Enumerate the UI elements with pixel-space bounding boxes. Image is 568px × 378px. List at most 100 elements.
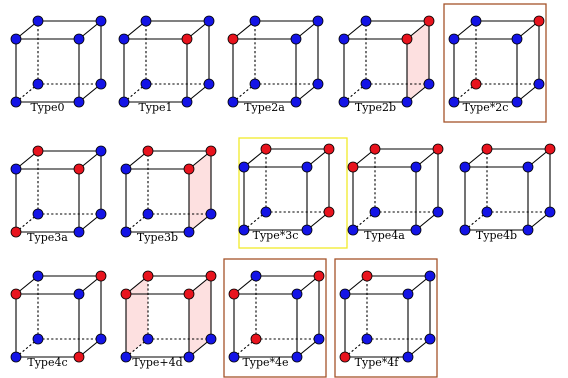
vertex-front-bottom-right-blue [402, 351, 414, 363]
vertex-back-bottom-right-blue [424, 333, 436, 345]
cube-label: Type*4e [242, 356, 288, 369]
cube-type3a: Type3a [10, 145, 107, 244]
vertex-back-top-left-red [369, 143, 381, 155]
vertex-front-top-right-red [183, 163, 195, 175]
vertex-back-bottom-left-blue [481, 206, 493, 218]
vertex-front-bottom-right-blue [290, 96, 302, 108]
vertex-front-top-right-blue [402, 288, 414, 300]
vertex-front-top-right-blue [73, 33, 85, 45]
cube-type4c: Type4c [10, 270, 107, 369]
cube-label: Type2b [355, 101, 396, 114]
vertex-front-bottom-right-blue [73, 226, 85, 238]
vertex-front-top-left-red [227, 33, 239, 45]
vertex-back-top-right-red [205, 145, 217, 157]
vertex-front-top-left-blue [120, 163, 132, 175]
vertex-front-top-left-red [347, 161, 359, 173]
vertex-front-top-right-red [73, 163, 85, 175]
vertex-front-bottom-right-blue [511, 96, 523, 108]
vertex-back-top-right-red [323, 143, 335, 155]
vertex-front-top-right-blue [73, 288, 85, 300]
vertex-back-top-right-blue [312, 15, 324, 27]
vertex-front-top-left-blue [238, 161, 250, 173]
vertex-back-bottom-left-blue [32, 333, 44, 345]
vertex-front-top-left-blue [338, 33, 350, 45]
vertex-front-top-left-blue [448, 33, 460, 45]
vertex-back-bottom-right-blue [95, 333, 107, 345]
vertex-back-bottom-left-blue [32, 78, 44, 90]
vertex-front-bottom-right-blue [291, 351, 303, 363]
vertex-back-top-right-blue [95, 15, 107, 27]
cube-label: Type0 [30, 101, 64, 114]
vertex-back-top-right-red [544, 143, 556, 155]
vertex-front-top-right-blue [522, 161, 534, 173]
vertex-front-bottom-left-blue [120, 226, 132, 238]
cube-label: Type3a [27, 231, 68, 244]
vertex-front-top-left-red [228, 288, 240, 300]
vertex-back-bottom-right-blue [203, 78, 215, 90]
cube-type4a: Type4a [347, 143, 444, 242]
shaded-face-right [189, 276, 211, 357]
cube-label: Type4b [476, 229, 517, 242]
shaded-face-right [189, 151, 211, 232]
vertex-back-top-left-red [481, 143, 493, 155]
vertex-front-bottom-left-blue [238, 224, 250, 236]
highlight-frame [443, 3, 547, 123]
cube-label: Type*3c [253, 229, 299, 242]
vertex-back-top-right-red [432, 143, 444, 155]
vertex-back-bottom-right-red [323, 206, 335, 218]
cube-label: Type3b [137, 231, 178, 244]
cube-type4d: Type+4d [120, 270, 217, 369]
cube-type3c: Type*3c [238, 137, 348, 249]
vertex-back-bottom-right-blue [544, 206, 556, 218]
vertex-front-top-left-blue [339, 288, 351, 300]
vertex-front-top-right-blue [511, 33, 523, 45]
vertex-front-bottom-left-blue [120, 351, 132, 363]
vertex-back-bottom-right-blue [95, 208, 107, 220]
vertex-back-top-right-blue [424, 270, 436, 282]
vertex-front-bottom-left-blue [118, 96, 130, 108]
vertex-back-bottom-left-blue [142, 208, 154, 220]
vertex-front-top-left-red [120, 288, 132, 300]
vertex-front-bottom-left-blue [448, 96, 460, 108]
vertex-front-top-left-blue [10, 33, 22, 45]
vertex-front-bottom-left-red [339, 351, 351, 363]
cube-label: Type*4f [355, 356, 400, 369]
vertex-front-top-right-blue [410, 161, 422, 173]
vertex-front-bottom-right-blue [401, 96, 413, 108]
vertex-back-top-left-blue [32, 15, 44, 27]
vertex-back-bottom-left-blue [260, 206, 272, 218]
vertex-back-bottom-left-blue [249, 78, 261, 90]
vertex-back-bottom-right-blue [423, 78, 435, 90]
vertex-back-top-left-red [361, 270, 373, 282]
vertex-back-bottom-right-blue [95, 78, 107, 90]
vertex-back-top-right-blue [95, 145, 107, 157]
vertex-back-bottom-left-red [470, 78, 482, 90]
vertex-back-top-left-blue [250, 270, 262, 282]
vertex-back-top-left-blue [360, 15, 372, 27]
vertex-back-bottom-left-blue [360, 78, 372, 90]
vertex-back-bottom-left-blue [32, 208, 44, 220]
vertex-front-bottom-right-blue [181, 96, 193, 108]
cube-label: Type4a [364, 229, 405, 242]
vertex-front-bottom-left-blue [10, 351, 22, 363]
vertex-back-bottom-right-blue [312, 78, 324, 90]
vertex-back-bottom-right-blue [205, 333, 217, 345]
vertex-front-bottom-left-blue [10, 96, 22, 108]
cube-type4f: Type*4f [334, 258, 438, 378]
vertex-front-bottom-right-blue [183, 351, 195, 363]
vertex-front-bottom-left-red [10, 226, 22, 238]
vertex-back-top-right-red [313, 270, 325, 282]
highlight-frame [238, 137, 348, 249]
vertex-back-top-left-red [142, 145, 154, 157]
vertex-back-bottom-right-blue [313, 333, 325, 345]
vertex-back-top-left-blue [470, 15, 482, 27]
vertex-front-top-right-red [401, 33, 413, 45]
cube-label: Type4c [27, 356, 67, 369]
cube-type4b: Type4b [459, 143, 556, 242]
vertex-back-bottom-right-blue [205, 208, 217, 220]
vertex-front-top-right-red [183, 288, 195, 300]
cube-label: Type+4d [132, 356, 182, 369]
vertex-front-bottom-left-blue [228, 351, 240, 363]
shaded-face-right [407, 21, 429, 102]
vertex-back-top-right-red [533, 15, 545, 27]
